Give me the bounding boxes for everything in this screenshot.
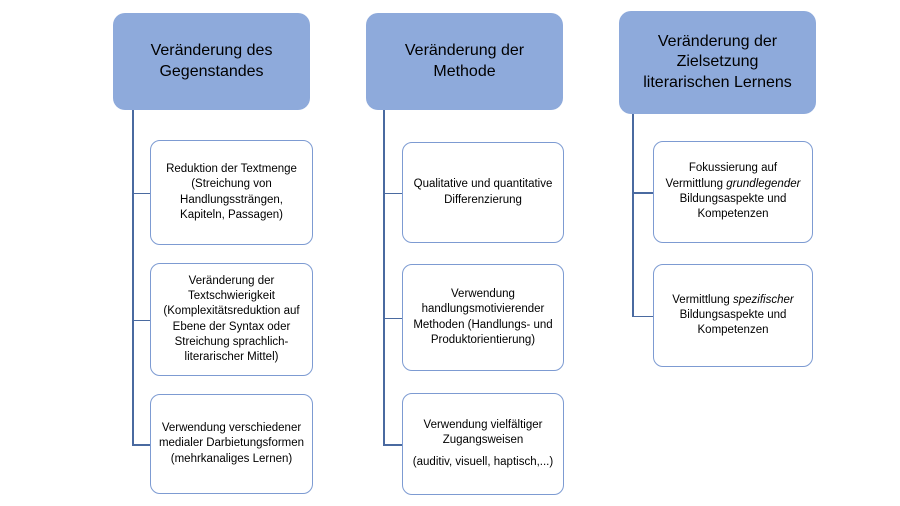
detail-paragraph: (auditiv, visuell, haptisch,...) bbox=[413, 455, 553, 470]
detail-paragraph: Reduktion der Textmenge (Streichung von … bbox=[157, 162, 306, 223]
category-header-label: Veränderung der Methode bbox=[404, 42, 525, 80]
detail-box: Veränderung der Textschwierigkeit (Kompl… bbox=[150, 263, 313, 376]
category-header-label: Veränderung des Gegenstandes bbox=[150, 42, 273, 80]
connector-trunk bbox=[132, 110, 134, 444]
connector-stub bbox=[383, 444, 402, 446]
detail-paragraph: Fokussierung auf Vermittlung grundlegend… bbox=[660, 161, 806, 222]
detail-text-run: Vermittlung bbox=[672, 293, 733, 306]
detail-text-run: (auditiv, visuell, haptisch,...) bbox=[412, 455, 554, 468]
category-header-box: Veränderung des Gegenstandes bbox=[113, 13, 310, 110]
detail-text-run: Bildungsaspekte und Kompetenzen bbox=[679, 308, 787, 337]
detail-text-run: Qualitative und quantitative Differenzie… bbox=[413, 178, 553, 206]
connector-trunk bbox=[632, 114, 634, 316]
detail-box: Vermittlung spezifischer Bildungsaspekte… bbox=[653, 264, 813, 367]
detail-paragraph: Verwendung handlungsmotivierender Method… bbox=[409, 287, 557, 348]
connector-stub bbox=[383, 192, 402, 194]
connector-stub bbox=[632, 315, 653, 317]
detail-paragraph: Vermittlung spezifischer Bildungsaspekte… bbox=[660, 293, 806, 339]
connector-stub bbox=[132, 192, 150, 194]
detail-box: Verwendung vielfältiger Zugangsweisen (au… bbox=[402, 393, 564, 495]
connector-stub bbox=[632, 192, 653, 194]
detail-text-run: Reduktion der Textmenge (Streichung von … bbox=[166, 162, 297, 221]
category-header-label: Veränderung der Zielsetzung literarische… bbox=[643, 32, 792, 91]
connector-stub bbox=[132, 319, 150, 321]
category-header-box: Veränderung der Methode bbox=[366, 13, 563, 110]
detail-text-run: Fokussierung auf Vermittlung bbox=[665, 162, 778, 190]
detail-box: Fokussierung auf Vermittlung grundlegend… bbox=[653, 141, 813, 243]
connector-trunk bbox=[383, 110, 385, 444]
detail-paragraph: Qualitative und quantitative Differenzie… bbox=[409, 177, 557, 208]
detail-box: Verwendung handlungsmotivierender Method… bbox=[402, 264, 564, 371]
detail-paragraph: Verwendung vielfältiger Zugangsweisen bbox=[409, 418, 557, 449]
detail-text-run: Verwendung verschiedener medialer Darbie… bbox=[158, 422, 305, 465]
detail-text-run: grundlegender bbox=[726, 177, 801, 190]
detail-box: Qualitative und quantitative Differenzie… bbox=[402, 142, 564, 243]
connector-stub bbox=[132, 444, 150, 446]
detail-text-run: Veränderung der Textschwierigkeit (Kompl… bbox=[163, 274, 300, 364]
detail-text-run: Bildungsaspekte und Kompetenzen bbox=[679, 193, 787, 221]
detail-box: Verwendung verschiedener medialer Darbie… bbox=[150, 394, 313, 494]
connector-stub bbox=[383, 317, 402, 319]
detail-text-run: Verwendung handlungsmotivierender Method… bbox=[413, 287, 553, 346]
detail-text-run: spezifischer bbox=[733, 293, 794, 306]
detail-paragraph: Verwendung verschiedener medialer Darbie… bbox=[157, 421, 306, 467]
detail-box: Reduktion der Textmenge (Streichung von … bbox=[150, 140, 313, 245]
category-header-box: Veränderung der Zielsetzung literarische… bbox=[619, 11, 816, 114]
detail-text-run: Verwendung vielfältiger Zugangsweisen bbox=[423, 419, 543, 447]
detail-paragraph: Veränderung der Textschwierigkeit (Kompl… bbox=[157, 274, 306, 366]
